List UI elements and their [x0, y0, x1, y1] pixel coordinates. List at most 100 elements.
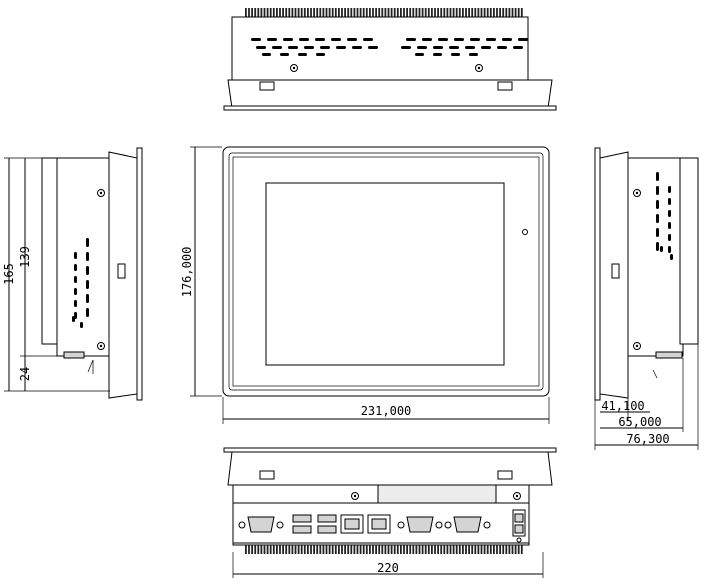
heatsink-fin — [400, 545, 402, 554]
heatsink-fin — [421, 545, 424, 554]
heatsink-fin — [272, 545, 275, 554]
heatsink-fin — [489, 545, 492, 554]
heatsink-fin — [462, 545, 464, 554]
heatsink-fin — [282, 8, 284, 17]
heatsink-fin — [455, 8, 458, 17]
heatsink-fin — [480, 545, 483, 554]
vent-slot — [451, 53, 460, 56]
serial-port-icon — [444, 516, 491, 533]
heatsink-fin — [248, 545, 250, 554]
vent-slot — [438, 38, 448, 41]
heatsink-fin — [245, 545, 247, 554]
serial-port-icon — [238, 516, 284, 533]
left-overall-height-label: 165 — [2, 263, 16, 285]
vent-slot — [415, 53, 424, 56]
heatsink-fin — [431, 8, 433, 17]
vent-slot — [74, 264, 77, 271]
vent-slot — [272, 46, 282, 49]
heatsink-fin — [446, 8, 449, 17]
heatsink-fin — [440, 545, 443, 554]
heatsink-fin — [294, 8, 297, 17]
heatsink-fin — [319, 8, 322, 17]
heatsink-fin — [499, 545, 501, 554]
heatsink-fin — [257, 545, 260, 554]
vent-slot — [280, 53, 289, 56]
heatsink-fin — [505, 8, 508, 17]
heatsink-fin — [341, 545, 343, 554]
heatsink-fin — [303, 545, 306, 554]
vent-slot — [668, 210, 671, 217]
vent-slot — [417, 46, 427, 49]
heatsink-fin — [350, 545, 353, 554]
heatsink-fin — [403, 8, 405, 17]
heatsink-fin — [486, 545, 489, 554]
heatsink-fin — [462, 8, 464, 17]
heatsink-fin — [251, 8, 253, 17]
vent-slot — [298, 53, 307, 56]
vent-slot — [74, 288, 77, 295]
mount-clip-icon — [611, 263, 620, 279]
vent-slot — [465, 46, 475, 49]
vent-slot — [670, 254, 673, 260]
vent-slot — [422, 38, 432, 41]
heatsink-fin — [331, 545, 334, 554]
heatsink-fin — [297, 8, 300, 17]
heatsink-fin — [440, 8, 443, 17]
heatsink-fin — [375, 8, 377, 17]
heatsink-fin — [437, 8, 439, 17]
top-vent-slots — [251, 38, 528, 56]
heatsink-fin — [483, 545, 486, 554]
heatsink-fin — [471, 545, 474, 554]
heatsink-fin — [288, 8, 291, 17]
vent-slot — [320, 46, 330, 49]
left-view-connector — [63, 351, 85, 359]
heatsink-fin — [288, 545, 291, 554]
vent-slot — [331, 38, 341, 41]
heatsink-fin — [303, 8, 306, 17]
left-side-view: 165 139 24 — [2, 147, 143, 401]
vent-slot — [668, 186, 671, 193]
heatsink-fin — [356, 545, 359, 554]
heatsink-fin — [455, 545, 458, 554]
heatsink-fin — [496, 8, 498, 17]
front-bezel-inner — [228, 152, 544, 391]
heatsink-fin — [424, 8, 427, 17]
heatsink-fin — [263, 545, 266, 554]
usb-ports-icon — [292, 514, 312, 534]
heatsink-fin — [458, 8, 461, 17]
heatsink-fin — [508, 8, 511, 17]
heatsink-fin — [418, 8, 421, 17]
heatsink-fin — [334, 8, 337, 17]
vent-slot — [513, 46, 523, 49]
vent-slot — [80, 322, 83, 328]
heatsink-fin — [369, 8, 371, 17]
top-view — [223, 8, 557, 111]
heatsink-fin — [365, 545, 368, 554]
heatsink-fin — [517, 8, 520, 17]
heatsink-fin — [331, 8, 334, 17]
ethernet-port-icon — [367, 514, 391, 534]
vent-slot — [74, 276, 77, 283]
heatsink-fin — [353, 545, 356, 554]
vent-slot — [288, 46, 298, 49]
heatsink-fin — [375, 545, 377, 554]
heatsink-fin — [468, 8, 470, 17]
vent-slot — [449, 46, 459, 49]
heatsink-fin — [313, 8, 315, 17]
heatsink-fin — [511, 545, 514, 554]
heatsink-fin — [254, 545, 257, 554]
right-vent-slots — [656, 172, 673, 260]
heatsink-fin — [338, 8, 340, 17]
heatsink-fin — [415, 8, 418, 17]
heatsink-fin — [520, 545, 523, 554]
heatsink-fin — [322, 545, 325, 554]
heatsink-fin — [514, 8, 517, 17]
vent-slot — [316, 53, 325, 56]
heatsink-fin — [347, 545, 350, 554]
vent-slot — [304, 46, 314, 49]
vent-slot — [656, 214, 659, 223]
heatsink-fin — [266, 8, 269, 17]
bottom-view-bezel — [227, 451, 553, 486]
heatsink-fin — [269, 8, 272, 17]
